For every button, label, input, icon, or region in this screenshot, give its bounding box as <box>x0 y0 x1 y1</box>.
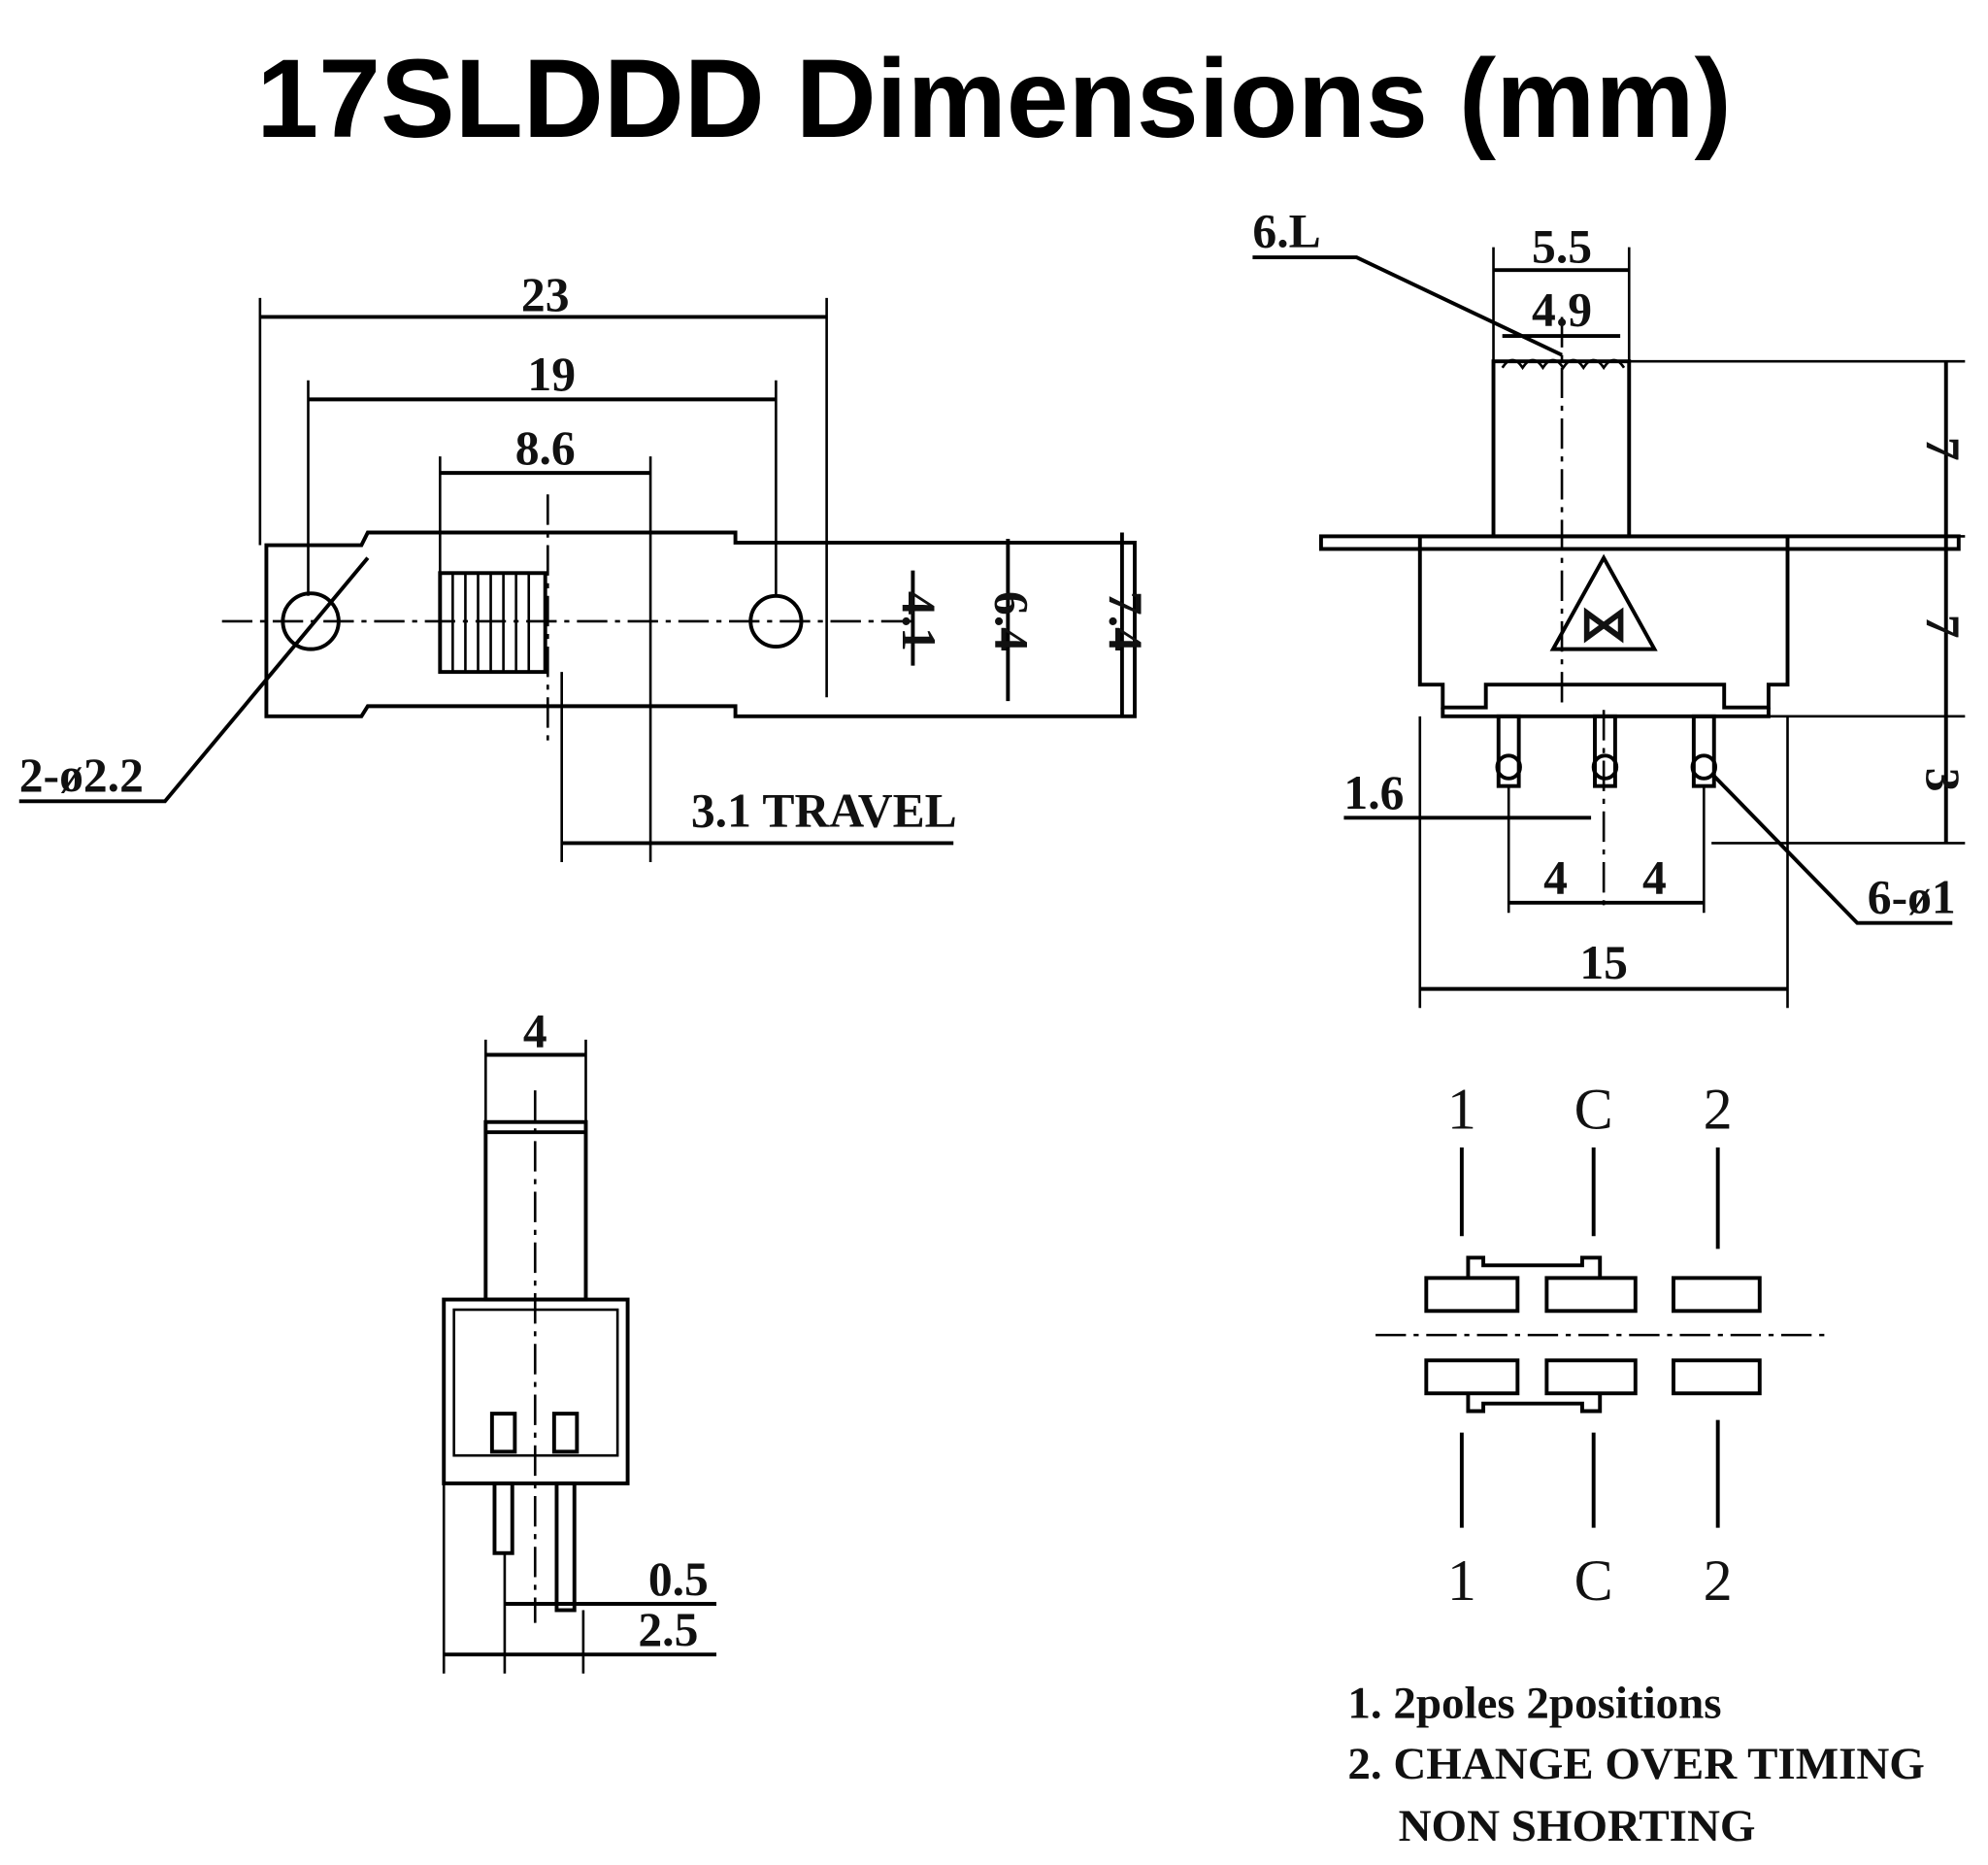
side-view: 4 0.5 2.5 <box>442 1005 717 1674</box>
dim-19: 19 <box>527 348 576 401</box>
contact-schematic: 1 C 2 1 C 2 <box>1375 1076 1826 1613</box>
dim-8-6: 8.6 <box>515 421 576 475</box>
dim-0-5: 0.5 <box>648 1552 709 1606</box>
note-3: NON SHORTING <box>1399 1801 1756 1851</box>
dim-15: 15 <box>1579 936 1628 989</box>
holes-label: 2-ø2.2 <box>19 749 144 802</box>
terminal-c-top: C <box>1574 1076 1613 1141</box>
pitch-4-right: 4 <box>1642 851 1667 905</box>
dim-2-5: 2.5 <box>638 1603 698 1656</box>
dim-6-4: 6.4 <box>984 591 1038 651</box>
top-view: 23 19 8.6 4.1 6.4 7.4 3.1 TRAVEL 2-ø2.2 <box>19 268 1152 863</box>
front-view: ⋈ 5.5 4.9 6.L 7 7 3 1.6 4 4 6-ø1 15 <box>1252 205 1970 1009</box>
dim-23: 23 <box>521 268 570 321</box>
terminal-c-bottom: C <box>1574 1548 1613 1613</box>
dim-4-9: 4.9 <box>1532 283 1592 337</box>
terminal-1-bottom: 1 <box>1447 1548 1476 1613</box>
dim-3: 3 <box>1916 768 1970 792</box>
terminal-2-top: 2 <box>1704 1076 1733 1141</box>
dim-4-side: 4 <box>523 1005 547 1058</box>
pitch-4-left: 4 <box>1543 851 1568 905</box>
drawing-title: 17SLDDD Dimensions (mm) <box>256 37 1732 161</box>
pins-label: 6-ø1 <box>1868 870 1956 923</box>
logo-mark: ⋈ <box>1579 597 1628 650</box>
dim-7-body: 7 <box>1916 615 1970 639</box>
note-2: 2. CHANGE OVER TIMING <box>1347 1739 1925 1789</box>
terminal-1-top: 1 <box>1447 1076 1476 1141</box>
dim-1-6: 1.6 <box>1343 766 1404 819</box>
knurl-label: 6.L <box>1252 205 1320 258</box>
terminal-2-bottom: 2 <box>1704 1548 1733 1613</box>
dim-4-1: 4.1 <box>892 591 945 651</box>
dim-7-4: 7.4 <box>1099 591 1152 651</box>
notes: 1. 2poles 2positions 2. CHANGE OVER TIMI… <box>1347 1679 1925 1852</box>
note-1: 1. 2poles 2positions <box>1347 1679 1721 1729</box>
travel-label: 3.1 TRAVEL <box>691 783 957 837</box>
dim-7-actuator: 7 <box>1916 437 1970 461</box>
dim-5-5: 5.5 <box>1532 219 1592 273</box>
